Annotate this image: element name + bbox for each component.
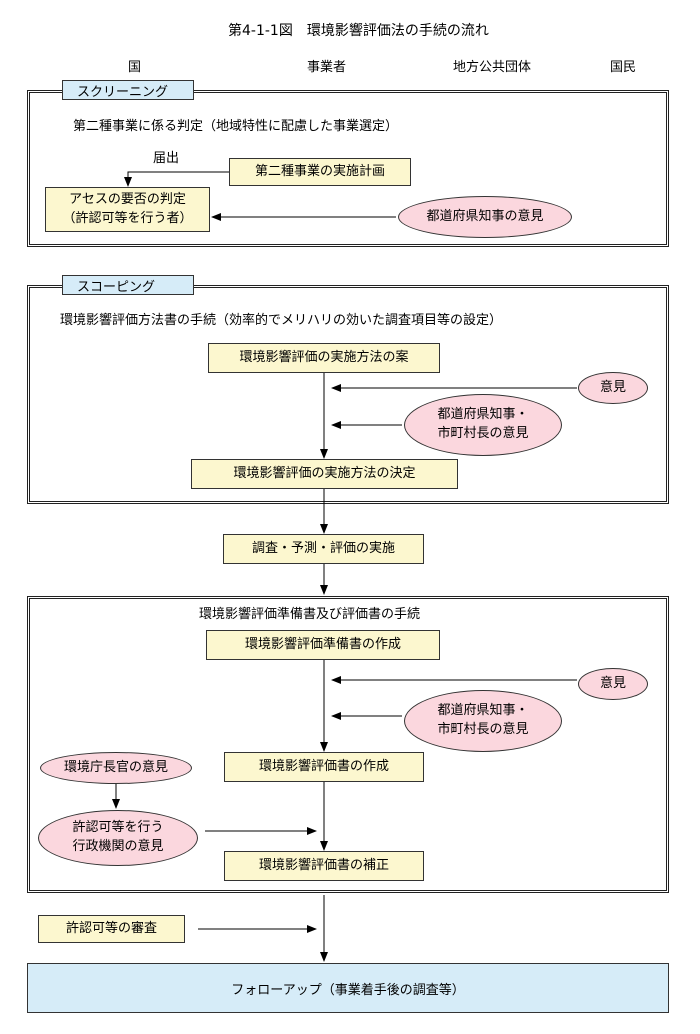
figure-title: 第4-1-1図 環境影響評価法の手続の流れ <box>228 23 489 39</box>
assessment-opinion-oval: 意見 <box>578 668 648 700</box>
followup-box: フォローアップ（事業着手後の調査等） <box>27 963 669 1013</box>
prep-box: 環境影響評価準備書の作成 <box>206 630 440 660</box>
plan-box: 第二種事業の実施計画 <box>229 158 411 186</box>
notify-label: 届出 <box>153 151 180 166</box>
survey-box: 調査・予測・評価の実施 <box>223 534 424 564</box>
scoping-opinion-oval: 意見 <box>578 372 648 404</box>
assessment-heading: 環境影響評価準備書及び評価書の手続 <box>199 607 421 622</box>
permit-review-box: 許認可等の審査 <box>38 915 185 943</box>
permit-agency-opinion-oval: 許認可等を行う 行政機関の意見 <box>38 810 198 866</box>
column-header-business: 事業者 <box>307 60 347 75</box>
agency-opinion-oval: 環境庁長官の意見 <box>40 752 192 784</box>
column-header-country: 国 <box>128 60 142 75</box>
screening-tab: スクリーニング <box>62 80 194 100</box>
method-decision-box: 環境影響評価の実施方法の決定 <box>191 459 458 489</box>
column-header-citizens: 国民 <box>610 60 637 75</box>
revision-box: 環境影響評価書の補正 <box>224 851 424 881</box>
scoping-local-opinion-oval: 都道府県知事・ 市町村長の意見 <box>404 394 562 456</box>
notify-arrow <box>124 171 229 187</box>
assessment-local-opinion-oval: 都道府県知事・ 市町村長の意見 <box>404 690 562 752</box>
judgment-box: アセスの要否の判定 （許認可等を行う者） <box>45 187 210 232</box>
method-draft-box: 環境影響評価の実施方法の案 <box>208 343 440 373</box>
screening-heading: 第二種事業に係る判定（地域特性に配慮した事業選定） <box>73 119 399 134</box>
report-box: 環境影響評価書の作成 <box>224 752 424 782</box>
scoping-tab: スコーピング <box>62 275 194 295</box>
scoping-heading: 環境影響評価方法書の手続（効率的でメリハリの効いた調査項目等の設定） <box>60 313 503 328</box>
governor-opinion-oval: 都道府県知事の意見 <box>398 196 572 238</box>
column-header-local-gov: 地方公共団体 <box>453 60 532 75</box>
